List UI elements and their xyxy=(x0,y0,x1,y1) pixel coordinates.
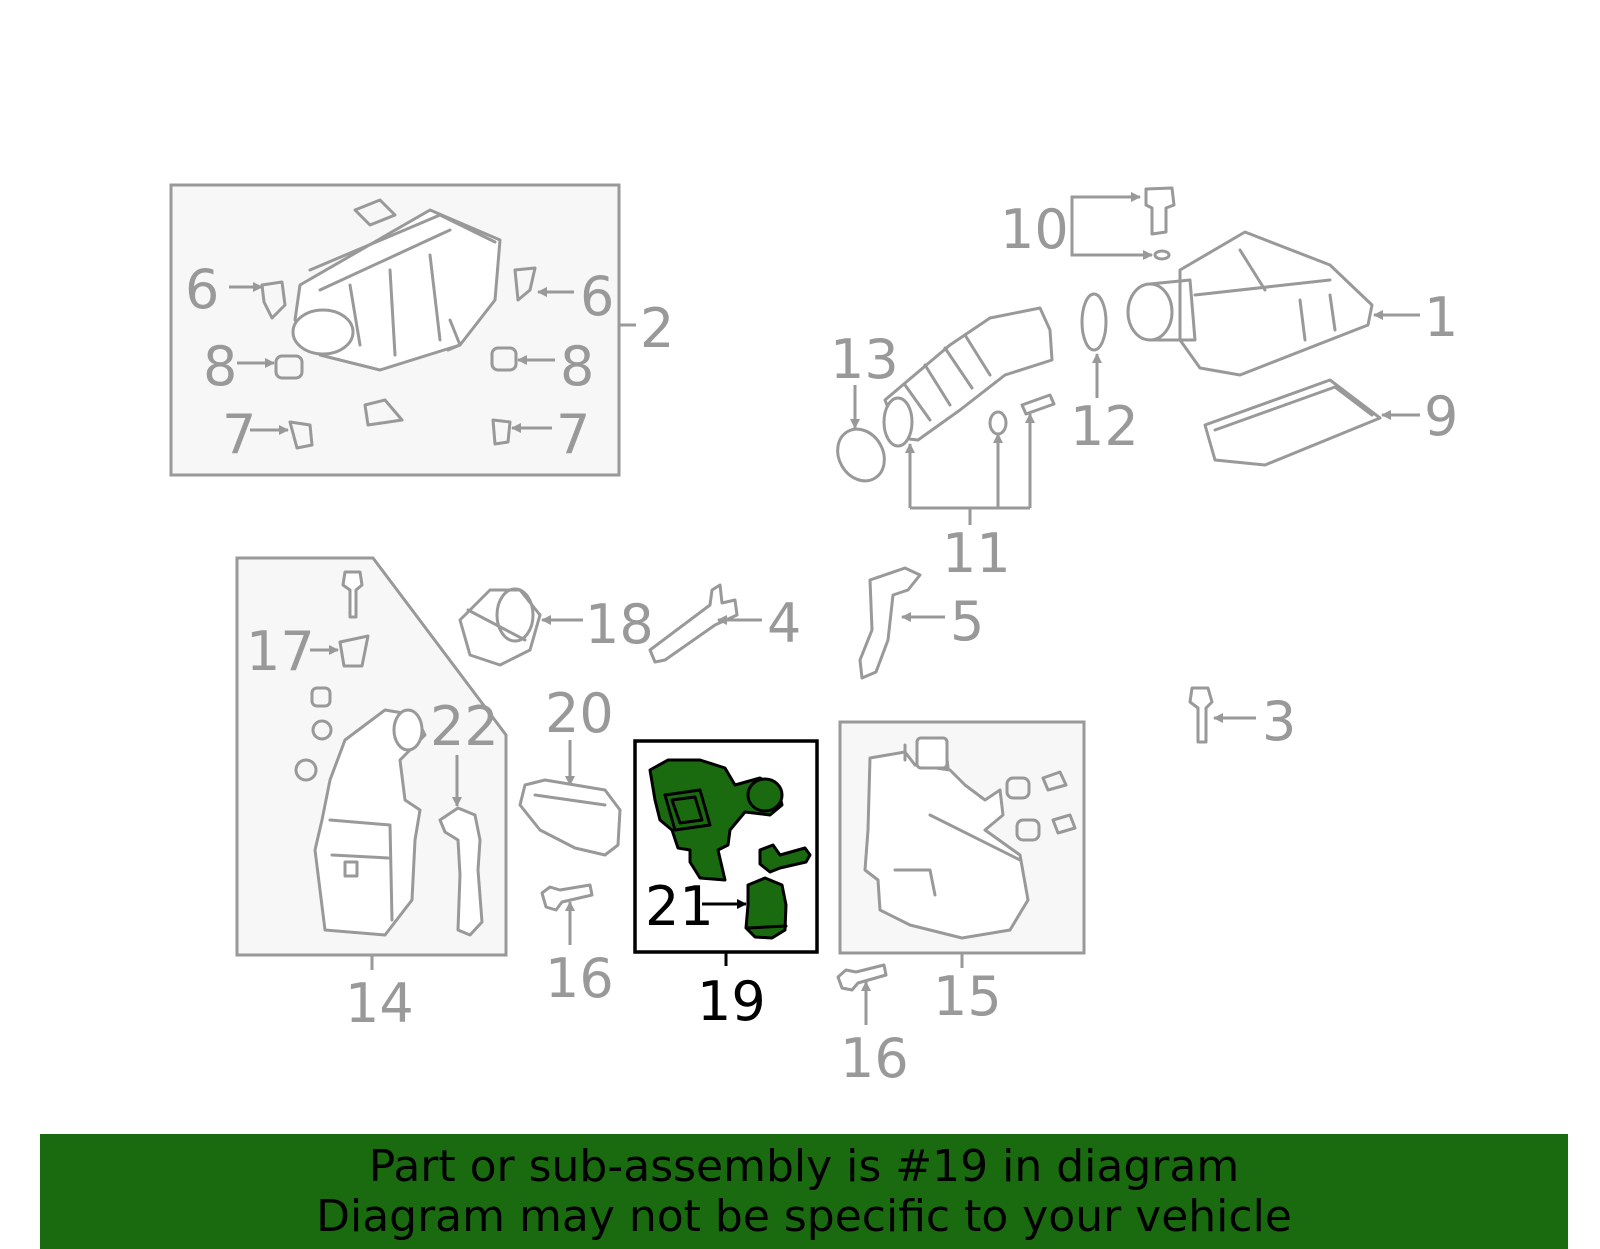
highlighted-chamber-part xyxy=(648,758,784,882)
nut-part xyxy=(311,719,333,741)
clip-part xyxy=(513,266,537,302)
highlighted-hose-21-part xyxy=(744,876,788,940)
callout-8-left: 8 xyxy=(203,335,237,398)
intake-duct-part[interactable] xyxy=(882,306,1056,448)
grommet-part xyxy=(490,346,518,372)
callout-8-right: 8 xyxy=(560,335,594,398)
grommet-part xyxy=(310,686,332,708)
callout-7-left: 7 xyxy=(222,403,256,466)
callout-20: 20 xyxy=(545,682,614,745)
banner-line-1: Part or sub-assembly is #19 in diagram xyxy=(368,1140,1240,1192)
callout-2: 2 xyxy=(640,297,674,360)
group-2-air-cleaner-case[interactable]: 6 6 8 8 7 7 2 xyxy=(169,183,674,477)
callout-11: 11 xyxy=(942,522,1011,585)
callout-3: 3 xyxy=(1262,690,1296,753)
group-14-resonator[interactable]: 17 22 14 xyxy=(235,556,508,1035)
pin-part xyxy=(288,420,314,450)
clip-part xyxy=(260,280,287,320)
air-flow-sensor-part[interactable] xyxy=(1144,186,1176,261)
grommet-part xyxy=(1005,776,1031,800)
callout-7-right: 7 xyxy=(556,403,590,466)
callout-9: 9 xyxy=(1424,385,1458,448)
hose-22-part xyxy=(438,806,484,937)
callout-12: 12 xyxy=(1070,395,1139,458)
resonator-part xyxy=(313,708,427,937)
callout-16-left: 16 xyxy=(545,947,614,1010)
bolt-16-right-part[interactable] xyxy=(836,963,888,992)
callout-21: 21 xyxy=(645,875,714,938)
callout-17: 17 xyxy=(246,620,315,683)
bolt-part xyxy=(1051,813,1077,835)
air-filter-element-part[interactable] xyxy=(1203,378,1382,467)
resonator-chamber-part xyxy=(863,736,1030,940)
bracket-5-part[interactable] xyxy=(858,566,922,680)
callout-6-left: 6 xyxy=(185,258,219,321)
grommet-part xyxy=(274,354,304,380)
washer-part xyxy=(294,758,318,782)
duct-18-part[interactable] xyxy=(458,587,542,667)
callout-16-right: 16 xyxy=(840,1027,909,1090)
grommet-part xyxy=(1015,818,1041,842)
callout-22: 22 xyxy=(430,695,499,758)
pin-part xyxy=(491,418,512,446)
callout-10: 10 xyxy=(1000,198,1069,261)
hose-clamp-part[interactable] xyxy=(828,421,893,490)
callout-18: 18 xyxy=(585,593,654,656)
callout-5: 5 xyxy=(950,590,984,653)
bolt-part xyxy=(341,570,364,619)
seal-ring-part[interactable] xyxy=(1080,292,1108,352)
air-cleaner-cover-part[interactable] xyxy=(1126,230,1374,377)
clip-17-part xyxy=(338,634,370,668)
bracket-4-part[interactable] xyxy=(648,583,739,664)
callout-15: 15 xyxy=(933,965,1002,1028)
callout-1: 1 xyxy=(1424,286,1458,349)
callout-13: 13 xyxy=(830,328,899,391)
info-banner: Part or sub-assembly is #19 in diagram D… xyxy=(40,1134,1568,1249)
callout-6-right: 6 xyxy=(580,265,614,328)
group-19-highlighted-assembly[interactable]: 21 19 xyxy=(633,739,819,1033)
group-15-resonator-box[interactable]: 15 xyxy=(838,720,1086,1028)
highlighted-bolt-part xyxy=(758,843,812,874)
banner-line-2: Diagram may not be specific to your vehi… xyxy=(316,1190,1292,1242)
air-cleaner-case-part xyxy=(291,198,502,427)
callout-19: 19 xyxy=(697,970,766,1033)
callout-4: 4 xyxy=(767,592,801,655)
bolt-part xyxy=(1041,770,1068,792)
duct-20-part[interactable] xyxy=(518,778,622,857)
bolt-3-part[interactable] xyxy=(1188,686,1214,744)
callout-14: 14 xyxy=(345,972,414,1035)
bolt-16-left-part[interactable] xyxy=(540,883,594,912)
